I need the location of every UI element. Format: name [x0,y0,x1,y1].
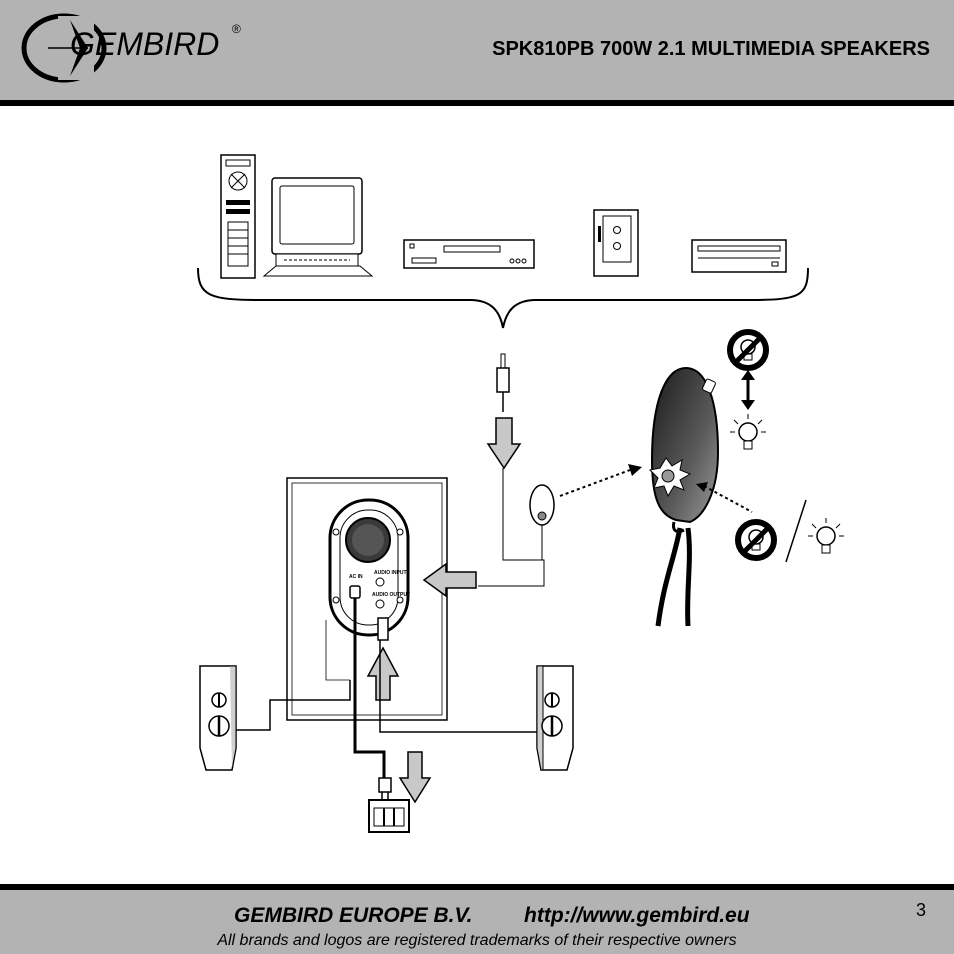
registered-mark: ® [232,22,241,36]
source-brace [197,267,809,329]
remote-control-icon [648,366,720,627]
cassette-player-icon [593,209,639,277]
right-speaker-icon [536,665,574,771]
pc-tower-icon [220,154,256,279]
page-title: SPK810PB 700W 2.1 MULTIMEDIA SPEAKERS [492,38,930,60]
audio-jack-plug [496,353,510,412]
input-cable [478,468,545,587]
light-off-icon-2 [735,519,777,561]
page-footer: GEMBIRD EUROPE B.V. http://www.gembird.e… [0,884,954,954]
power-arrow [398,751,432,804]
gembird-logo [21,13,107,83]
wall-outlet-icon [368,799,410,833]
audio-output-arrow [366,646,400,701]
left-speaker-icon [199,665,237,771]
light-on-icon-2 [808,518,844,554]
page-number: 3 [915,900,926,920]
ac-in-label: AC IN [349,574,363,580]
monitor-icon [262,177,374,277]
power-cable [353,598,386,778]
connection-diagram: AC IN AUDIO INPUT AUDIO OUTPUT [197,154,844,833]
power-plug-icon [378,777,392,800]
trademark-note: All brands and logos are registered trad… [217,932,737,949]
audio-input-label: AUDIO INPUT [374,570,407,576]
brand-name: GEMBIRD [70,26,220,62]
audio-output-label: AUDIO OUTPUT [372,592,410,598]
light-off-icon [727,329,769,371]
page-header: GEMBIRD ® SPK810PB 700W 2.1 MULTIMEDIA S… [0,0,954,106]
separator-slash [785,499,807,563]
subwoofer-icon: AC IN AUDIO INPUT AUDIO OUTPUT [286,477,448,721]
toggle-arrow-icon [741,370,755,410]
audio-input-arrow [422,562,477,598]
light-on-icon [730,414,766,450]
ir-signal-line [559,469,631,497]
dvd-player-icon [403,239,535,269]
cd-player-icon [691,239,787,273]
ir-receiver-icon [529,484,555,560]
footer-url[interactable]: http://www.gembird.eu [524,904,750,927]
input-arrow [486,417,522,470]
footer-company: GEMBIRD EUROPE B.V. [234,904,473,927]
